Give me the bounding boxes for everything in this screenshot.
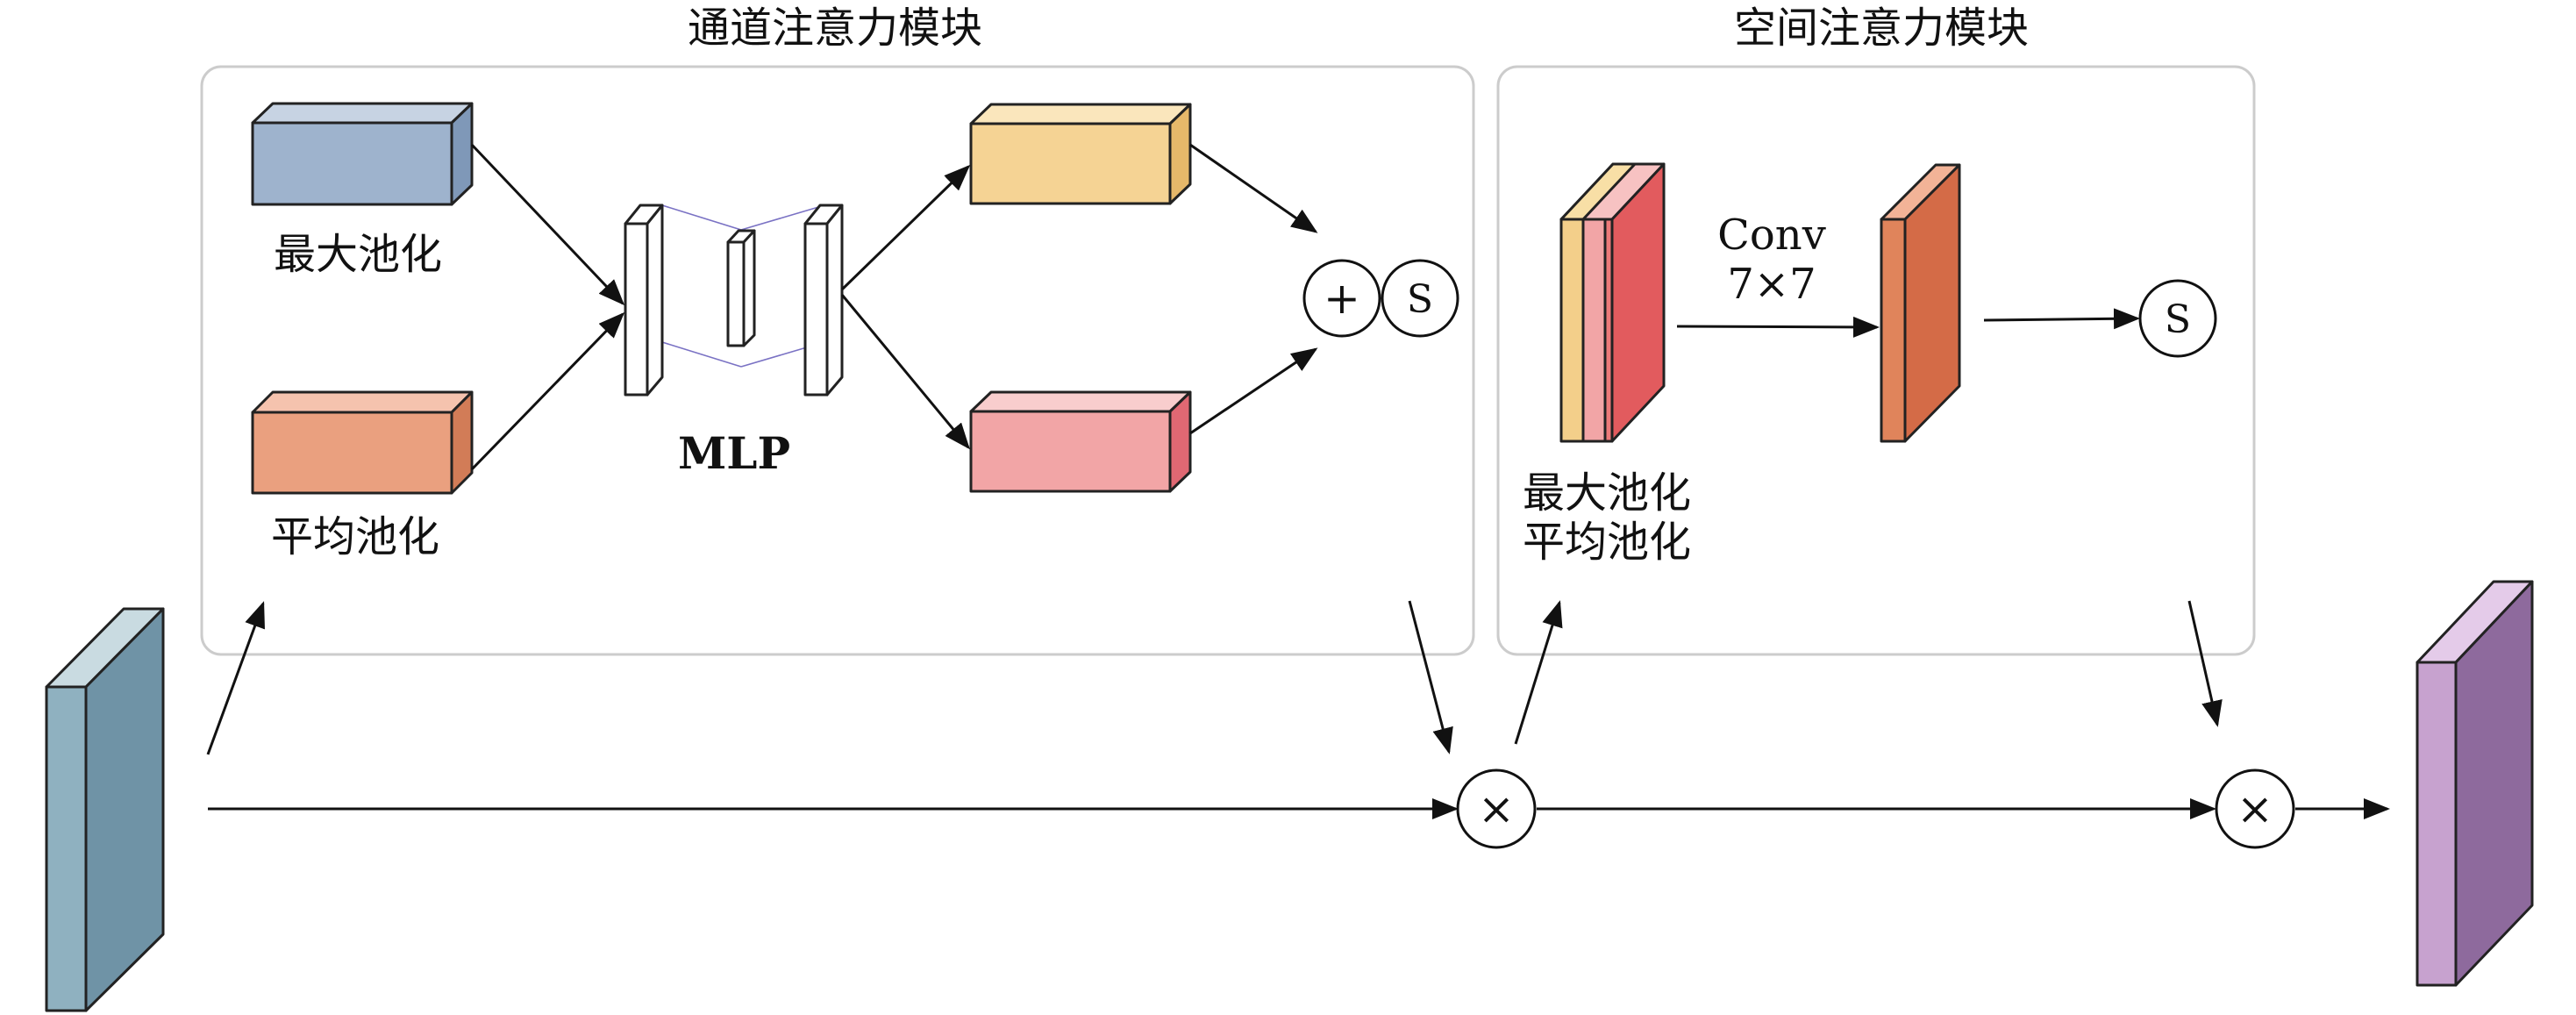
channel-module-frame [200, 65, 1475, 656]
input-feature-block [45, 607, 165, 1012]
spatial-arrows [1514, 308, 2223, 745]
spatial-max-pool-label: 最大池化 [1523, 468, 1691, 518]
mlp-layer-1 [624, 204, 664, 397]
conv-kernel-label: 7×7 [1727, 260, 1816, 309]
max-pool-block [251, 102, 474, 206]
spatial-avg-pool-label: 平均池化 [1523, 518, 1691, 567]
conv-label: Conv [1717, 211, 1826, 260]
conv-output-map [1880, 163, 1961, 443]
spatial-module-title: 空间注意力模块 [1734, 4, 2029, 53]
spatial-pooled-maps [1559, 162, 1666, 443]
sigmoid-operator-channel: S [1381, 259, 1459, 338]
output-feature-block [2415, 580, 2534, 987]
mlp-layer-3 [803, 204, 844, 397]
multiply-operator-2: × [2215, 768, 2295, 849]
multiply-symbol-2: × [2237, 783, 2273, 834]
max-pool-label: 最大池化 [274, 230, 442, 279]
add-symbol: + [1324, 273, 1360, 324]
mlp-output-top-block [969, 103, 1192, 205]
multiply-symbol-1: × [1478, 783, 1515, 834]
add-operator: + [1302, 259, 1381, 338]
channel-arrows [206, 143, 1453, 755]
multiply-operator-1: × [1456, 768, 1537, 849]
mlp-label: MLP [678, 427, 790, 479]
sigmoid-symbol-spatial: S [2165, 297, 2191, 342]
channel-module-title: 通道注意力模块 [688, 4, 982, 53]
sigmoid-symbol-channel: S [1407, 277, 1433, 322]
mlp-layer-2 [726, 229, 756, 347]
sigmoid-operator-spatial: S [2138, 279, 2217, 358]
mlp-output-bottom-block [969, 390, 1192, 493]
spatial-module-frame [1496, 65, 2256, 656]
avg-pool-label: 平均池化 [271, 512, 439, 561]
avg-pool-block [251, 390, 474, 495]
